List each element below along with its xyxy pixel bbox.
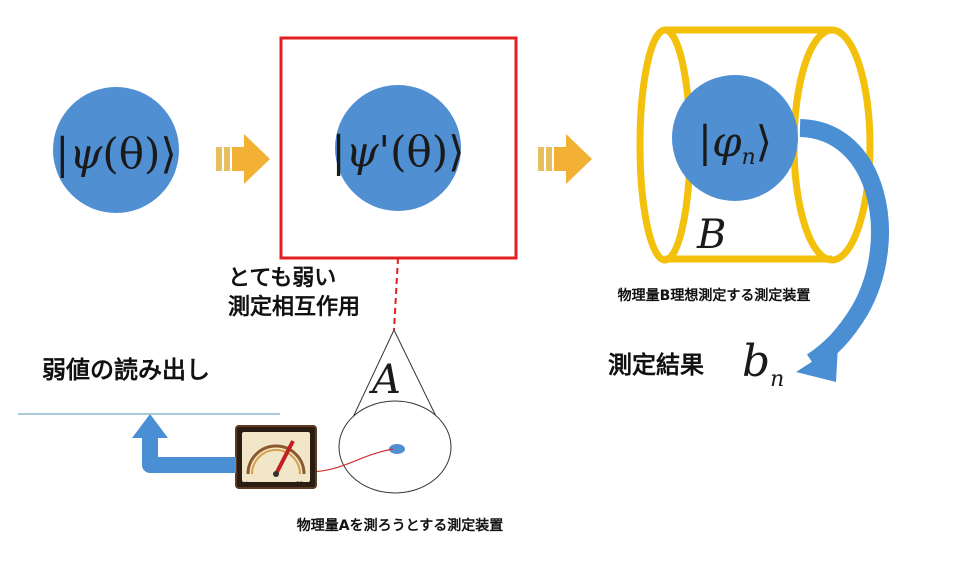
final-state-ket: |φn⟩ — [698, 117, 772, 170]
device-a-symbol: A — [368, 357, 401, 403]
result-curve-arrow — [799, 119, 889, 370]
svg-text:PR: PR — [296, 481, 304, 488]
readout-arrowhead-icon — [132, 414, 168, 438]
result-symbol: bn — [742, 336, 784, 392]
initial-state-ket: |ψ(θ)⟩ — [55, 129, 177, 178]
weak-interaction-label-line2: 測定相互作用 — [228, 294, 360, 320]
interaction-box — [279, 36, 518, 260]
readout-arrow — [142, 436, 236, 473]
device-a-caption: 物理量Aを測ろうとする測定装置 — [297, 517, 503, 534]
interaction-connector — [393, 257, 399, 331]
device-b-caption: 物理量B理想測定する測定装置 — [618, 287, 811, 304]
device-b-cylinder — [636, 26, 874, 264]
arrow-right-icon — [216, 134, 270, 184]
analog-meter-icon: L PR — [235, 425, 317, 489]
weak-value-readout-label: 弱値の読み出し — [42, 356, 210, 384]
device-a-cone — [338, 329, 452, 494]
pointer-dot — [389, 444, 405, 454]
arrow-right-icon — [538, 134, 592, 184]
final-state-circle — [672, 75, 798, 201]
final-state: |φn⟩ — [672, 75, 798, 201]
result-arrowhead-icon — [796, 345, 838, 382]
device-b-symbol: B — [696, 212, 726, 258]
result-label: 測定結果 — [608, 351, 704, 379]
initial-state-circle — [53, 87, 179, 213]
meter-wire — [311, 448, 394, 473]
intermediate-state: |ψ'(θ)⟩ — [331, 85, 465, 211]
svg-text:L: L — [246, 481, 250, 488]
initial-state: |ψ(θ)⟩ — [53, 87, 179, 213]
intermediate-state-ket: |ψ'(θ)⟩ — [331, 127, 464, 176]
weak-interaction-label-line1: とても弱い — [228, 266, 336, 291]
intermediate-state-circle — [335, 85, 461, 211]
